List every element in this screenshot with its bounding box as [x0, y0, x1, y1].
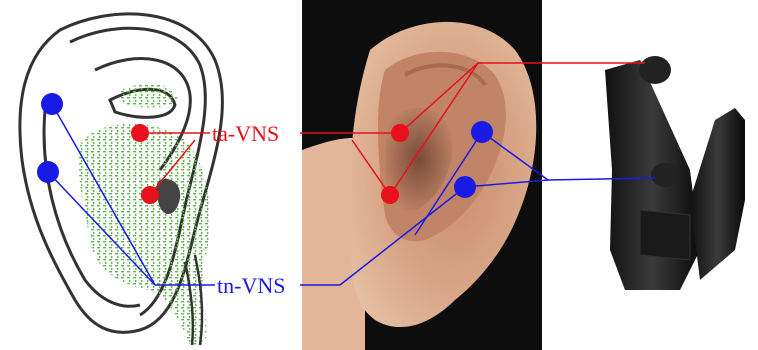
- lower-electrode-icon: [651, 163, 679, 187]
- ta-point-photo-lower: [381, 186, 399, 204]
- ta-point-photo-upper: [391, 124, 409, 142]
- tn-point-sketch-lower: [37, 161, 59, 183]
- ta-point-sketch-lower: [141, 186, 159, 204]
- tn-point-photo-upper: [471, 121, 493, 143]
- ear-photo: [302, 0, 542, 350]
- tn-point-sketch-upper: [41, 93, 63, 115]
- clip-hinge: [640, 210, 690, 260]
- nerve-fossa: [120, 84, 178, 108]
- ta-vns-label: ta-VNS: [212, 121, 279, 146]
- ta-point-sketch-upper: [131, 124, 149, 142]
- electrode-clip: [605, 56, 745, 290]
- tn-point-photo-lower: [454, 176, 476, 198]
- clip-lever: [690, 108, 745, 280]
- tn-vns-label: tn-VNS: [217, 273, 285, 298]
- upper-electrode-icon: [639, 56, 671, 84]
